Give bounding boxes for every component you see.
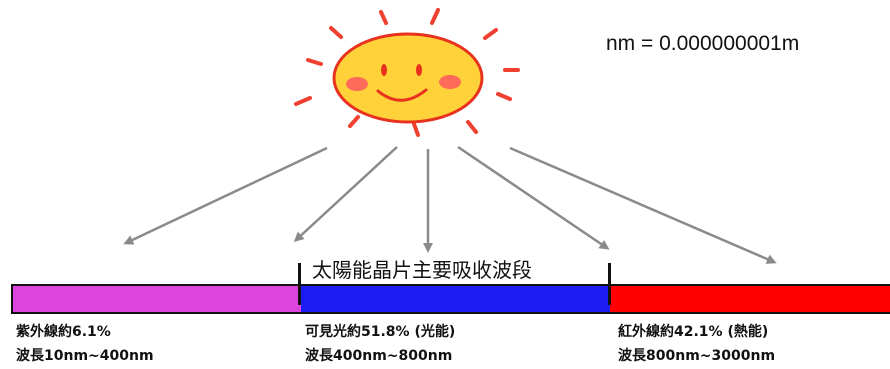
sun-ray xyxy=(306,58,323,66)
sun-right-eye xyxy=(416,64,422,76)
sun-ray xyxy=(496,92,512,101)
infrared-bar xyxy=(610,284,890,314)
arrow-to-visible-right xyxy=(457,145,610,250)
infrared-share-label: 紅外線約42.1% (熱能) xyxy=(618,324,769,340)
light-arrows xyxy=(123,145,777,264)
sun-ray xyxy=(483,28,498,40)
sun-ray xyxy=(466,120,478,134)
sun-ray xyxy=(412,122,420,137)
ultraviolet-share-label: 紫外線約6.1% xyxy=(16,324,111,340)
sun-left-eye xyxy=(381,64,387,76)
ultraviolet-bar xyxy=(11,284,301,314)
sun-rays xyxy=(294,8,520,137)
sun-ray xyxy=(329,26,343,39)
sun-ray xyxy=(348,115,360,128)
arrow-to-visible-left xyxy=(293,146,398,243)
infrared-wavelength-label: 波長800nm~3000nm xyxy=(618,348,776,364)
sun-ray xyxy=(430,8,440,25)
arrow-to-infrared xyxy=(509,146,777,264)
absorption-band-title: 太陽能晶片主要吸收波段 xyxy=(312,258,532,282)
ultraviolet-caption: 紫外線約6.1% 波長10nm~400nm xyxy=(16,320,154,368)
visible-light-caption: 可見光約51.8% (光能) 波長400nm~800nm xyxy=(305,320,455,368)
sun-ray xyxy=(294,96,312,106)
absorption-range-left-marker xyxy=(298,263,301,305)
visible-light-bar xyxy=(301,284,610,314)
visible-light-share-label: 可見光約51.8% (光能) xyxy=(305,324,456,340)
sun-ray xyxy=(379,10,388,25)
ultraviolet-wavelength-label: 波長10nm~400nm xyxy=(16,348,154,364)
sun-face xyxy=(332,32,484,124)
sun-smile xyxy=(376,88,428,102)
nanometer-note: nm = 0.000000001m xyxy=(606,32,800,55)
sun-right-cheek xyxy=(439,75,461,89)
visible-light-wavelength-label: 波長400nm~800nm xyxy=(305,348,453,364)
absorption-range-right-marker xyxy=(608,263,611,305)
sun-left-cheek xyxy=(346,77,368,91)
arrow-to-uv xyxy=(123,146,328,245)
infrared-caption: 紅外線約42.1% (熱能) 波長800nm~3000nm xyxy=(618,320,775,368)
